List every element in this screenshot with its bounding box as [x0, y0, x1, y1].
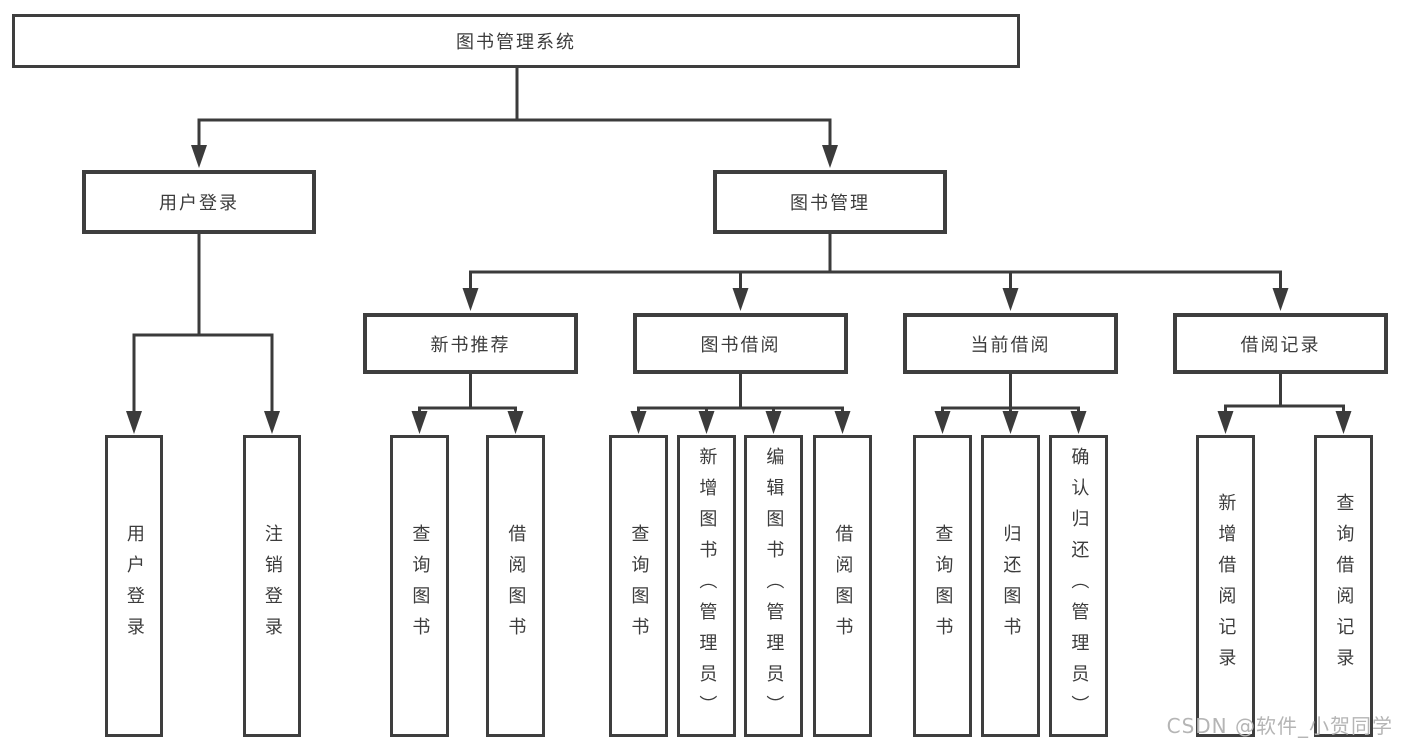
leaf-add-book-admin: 新增图书（管理员）	[677, 435, 736, 737]
leaf-add-borrow-record: 新增借阅记录	[1196, 435, 1255, 737]
node-root: 图书管理系统	[12, 14, 1020, 68]
leaf-query-books-1-label: 查询图书	[409, 524, 431, 648]
watermark-text: CSDN @软件_小贺同学	[1166, 714, 1393, 738]
leaf-add-borrow-record-label: 新增借阅记录	[1215, 493, 1237, 679]
node-borrow-records: 借阅记录	[1173, 313, 1388, 374]
leaf-borrow-books-2-label: 借阅图书	[832, 524, 854, 648]
leaf-edit-book-admin-label: 编辑图书（管理员）	[763, 446, 785, 726]
leaf-user-login-label: 用户登录	[123, 524, 145, 648]
node-book-management-label: 图书管理	[790, 193, 870, 214]
node-book-management: 图书管理	[713, 170, 947, 234]
leaf-user-login: 用户登录	[105, 435, 163, 737]
node-root-label: 图书管理系统	[456, 32, 576, 53]
leaf-borrow-books-1: 借阅图书	[486, 435, 545, 737]
leaf-query-books-2: 查询图书	[609, 435, 668, 737]
node-book-borrow-label: 图书借阅	[700, 334, 781, 356]
leaf-query-books-2-label: 查询图书	[628, 524, 650, 648]
leaf-borrow-books-1-label: 借阅图书	[505, 524, 527, 648]
leaf-query-borrow-record-label: 查询借阅记录	[1333, 493, 1355, 679]
arrowheads	[126, 145, 1352, 434]
leaf-confirm-return-admin: 确认归还（管理员）	[1049, 435, 1108, 737]
node-user-login: 用户登录	[82, 170, 316, 234]
leaf-confirm-return-admin-label: 确认归还（管理员）	[1068, 446, 1090, 726]
node-current-borrow: 当前借阅	[903, 313, 1118, 374]
node-user-login-label: 用户登录	[159, 193, 239, 214]
leaf-return-book-label: 归还图书	[1000, 524, 1022, 648]
leaf-edit-book-admin: 编辑图书（管理员）	[744, 435, 803, 737]
node-current-borrow-label: 当前借阅	[970, 334, 1051, 356]
leaf-logout: 注销登录	[243, 435, 301, 737]
leaf-query-books-3: 查询图书	[913, 435, 972, 737]
node-new-book-recommend: 新书推荐	[363, 313, 578, 374]
leaf-borrow-books-2: 借阅图书	[813, 435, 872, 737]
node-borrow-records-label: 借阅记录	[1240, 334, 1321, 356]
leaf-add-book-admin-label: 新增图书（管理员）	[696, 446, 718, 726]
leaf-return-book: 归还图书	[981, 435, 1040, 737]
leaf-query-books-3-label: 查询图书	[932, 524, 954, 648]
node-new-book-recommend-label: 新书推荐	[430, 334, 511, 356]
leaf-query-borrow-record: 查询借阅记录	[1314, 435, 1373, 737]
node-book-borrow: 图书借阅	[633, 313, 848, 374]
leaf-query-books-1: 查询图书	[390, 435, 449, 737]
leaf-logout-label: 注销登录	[261, 524, 283, 648]
